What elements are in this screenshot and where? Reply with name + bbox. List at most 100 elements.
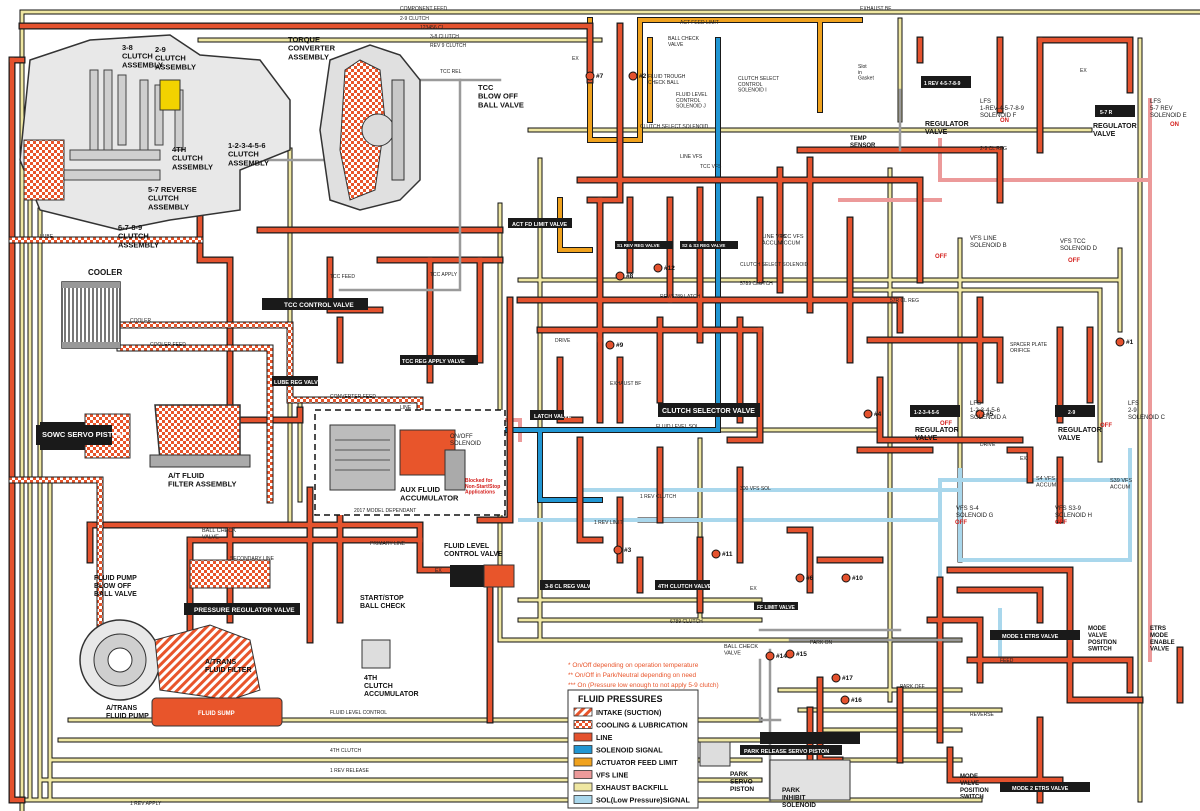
line-act-feed-limit: ACT FEED LIMIT	[680, 20, 719, 26]
fluid-filter-assembly	[149, 404, 251, 468]
legend-label-solenoid: SOLENOID SIGNAL	[596, 746, 663, 755]
line-park-off: PARK OFF	[900, 684, 925, 690]
status-ex-5: EX	[1020, 456, 1027, 462]
status-off-2: OFF	[1068, 258, 1080, 264]
line-clutch-sel-sol-2: CLUTCH SELECT SOLENOID	[740, 262, 809, 268]
check-ball-n12	[653, 263, 663, 273]
label-aux-note: 2017 MODEL DEPENDANT	[354, 508, 416, 514]
pressure-reg-body	[189, 559, 271, 589]
label-mode2-valve: MODE 2 ETRS VALVE	[1012, 786, 1069, 792]
4th-accumulator	[361, 639, 391, 669]
line-6789: 6789 CLUTCH	[670, 619, 703, 625]
clutch-selector-valve	[658, 403, 760, 417]
line-lube: LUBE	[40, 234, 54, 240]
line-123456-cl: 123456 CL	[420, 25, 445, 31]
label-park-release: PARK RELEASE SERVO PISTON	[744, 749, 829, 755]
label-fluid-sump: FLUID SUMP	[198, 711, 235, 717]
label-reg-123456: 1-2-3-4-5-6	[914, 410, 939, 416]
check-ball-label-n9: #9	[616, 342, 624, 349]
check-ball-n2	[628, 71, 638, 81]
line-rev-apply: 1 REV APPLY	[130, 801, 162, 807]
label-sowc-servo: SOWC SERVO PISTON	[42, 430, 123, 439]
label-pressure-reg: PRESSURE REGULATOR VALVE	[194, 607, 295, 614]
line-rev-limit: 1 REV LIMIT	[594, 520, 623, 526]
label-38-valve: 3-8 CL REG VALVE	[545, 584, 595, 590]
check-ball-n1	[1115, 337, 1125, 347]
legend-title: FLUID PRESSURES	[578, 694, 663, 704]
status-ex-1: EX	[572, 56, 579, 62]
label-tcc-control-valve: TCC CONTROL VALVE	[284, 302, 354, 309]
s1-rev-reg-valve	[615, 241, 673, 249]
note-2: ** On/Off in Park/Neutral depending on n…	[568, 672, 697, 679]
line-29-cl: 2-9 CL REG	[980, 146, 1007, 152]
status-on-1: ON	[1000, 118, 1009, 124]
line-tcc-feed: TCC FEED	[330, 274, 355, 280]
actuator-feed-pipes	[557, 17, 863, 253]
label-act-fd-limit: ACT FD LIMIT VALVE	[512, 222, 567, 228]
check-ball-n8	[615, 271, 625, 281]
line-primary-line: PRIMARY LINE	[370, 541, 406, 547]
legend-swatch-vfs	[573, 770, 593, 779]
fluid-sump	[151, 697, 283, 727]
legend-swatch-actuator	[573, 757, 593, 767]
valve-body-cover	[483, 564, 515, 588]
line-feed: FEED	[1000, 658, 1014, 664]
check-ball-n17	[831, 673, 841, 683]
line-5789: 5789 CLUTCH	[740, 281, 773, 287]
label-s1-reg: S1 REV REG VALVE	[617, 243, 660, 248]
mode-2-etrs-valve	[1000, 782, 1090, 792]
ff-limit-valve	[754, 602, 798, 610]
label-reg-29: 2-9	[1068, 410, 1075, 416]
38-cl-reg-valve	[540, 580, 590, 590]
cooler	[61, 281, 121, 349]
check-ball-n9	[605, 340, 615, 350]
check-ball-n14	[765, 651, 775, 661]
check-ball-label-n17: #17	[842, 675, 853, 682]
label-cooler: COOLER	[88, 268, 122, 277]
line-cooler: COOLER	[130, 318, 152, 324]
line-4th-clutch: 4TH CLUTCH	[330, 748, 362, 754]
check-ball-n7	[585, 71, 595, 81]
legend-label-line: LINE	[596, 733, 613, 742]
check-ball-label-n11: #11	[722, 551, 733, 558]
legend-label-hatch: INTAKE (SUCTION)	[596, 708, 662, 717]
line-38-clutch: 3-8 CLUTCH	[430, 34, 459, 40]
status-off-5: OFF	[955, 520, 967, 526]
footnotes: * On/Off depending on operation temperat…	[568, 662, 719, 689]
line-exhaust-bf-2: EXHAUST BF	[610, 381, 641, 387]
check-ball-label-n12: #12	[664, 265, 675, 272]
legend-swatch-exhaust	[573, 782, 593, 792]
line-secondary-line: SECONDARY LINE	[230, 556, 275, 562]
note-3: *** On (Pressure low enough to not apply…	[568, 682, 719, 689]
check-ball-n6	[795, 573, 805, 583]
check-ball-label-n7: #7	[596, 73, 604, 80]
park-servo-assembly	[699, 732, 860, 801]
sowc-servo-piston	[36, 425, 112, 445]
check-ball-label-n6: #6	[806, 575, 814, 582]
